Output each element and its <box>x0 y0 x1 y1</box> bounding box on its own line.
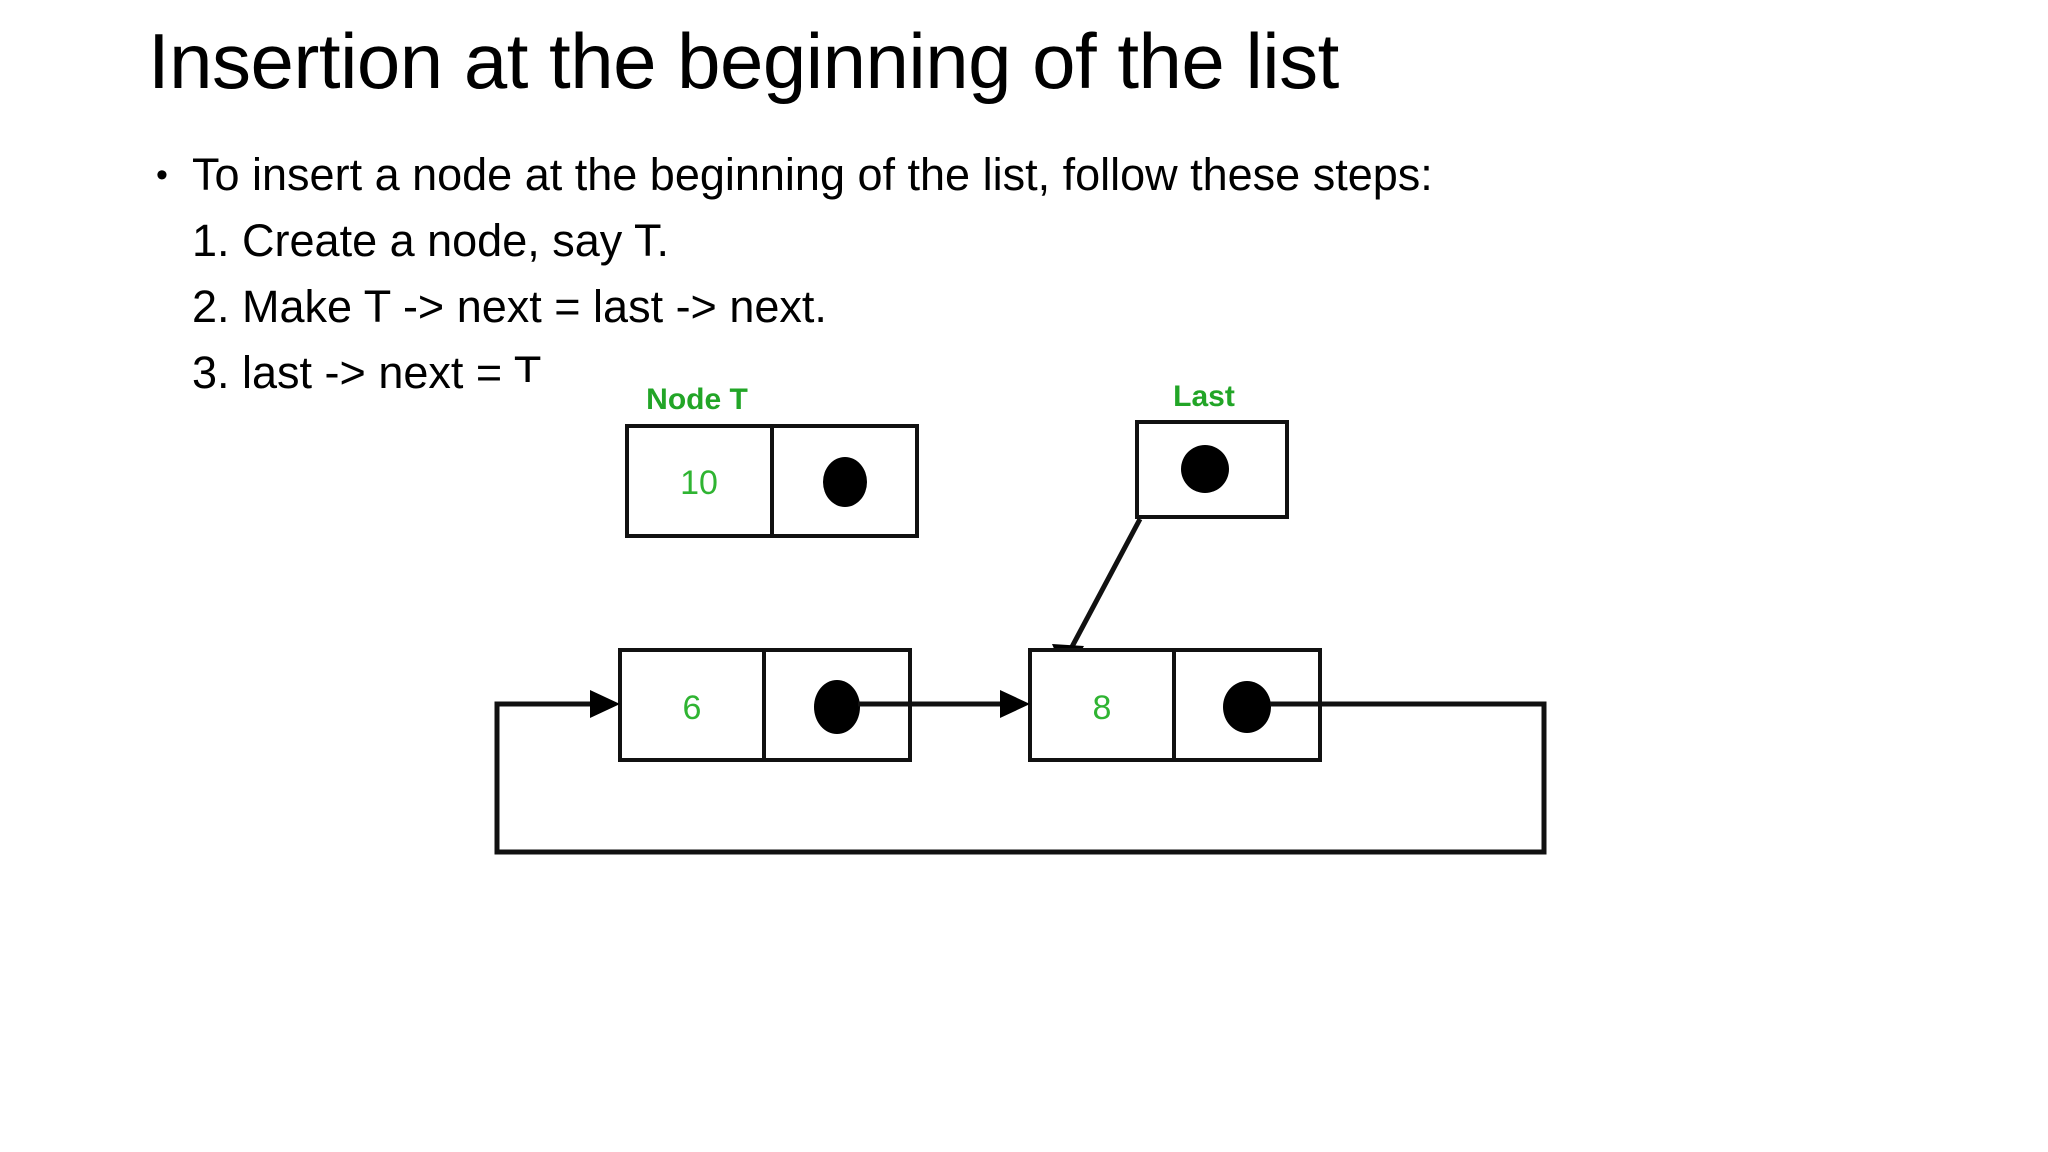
last-box <box>1135 420 1289 519</box>
node-6-value: 6 <box>683 689 702 727</box>
node-8-box: 8 <box>1028 648 1322 762</box>
last-label: Last <box>1173 382 1235 413</box>
bullet-item-intro: • To insert a node at the beginning of t… <box>150 142 1850 208</box>
step-item-2: 2. Make T -> next = last -> next. <box>192 281 827 332</box>
wire-node8-loop-to-node6 <box>494 690 1547 855</box>
node-t-pointer-dot <box>823 457 867 507</box>
linked-list-diagram: Node T 10 Last 6 <box>492 382 1590 876</box>
page-title: Insertion at the beginning of the list <box>148 17 1339 105</box>
arrow-node6-to-node8 <box>858 690 1030 718</box>
bullet-item-intro-label: To insert a node at the beginning of the… <box>192 149 1433 200</box>
step-item-1: 1. Create a node, say T. <box>192 215 669 266</box>
node-t-box: 10 <box>625 424 919 538</box>
node-t-value: 10 <box>680 464 718 502</box>
node-6-box: 6 <box>618 648 912 762</box>
bullet-point-icon: • <box>156 156 168 194</box>
step-item-3: 3. last -> next = T <box>192 347 542 398</box>
last-pointer-dot <box>1181 445 1229 493</box>
node-8-pointer-dot <box>1223 681 1271 733</box>
node-t-label: Node T <box>646 383 748 416</box>
node-6-pointer-dot <box>814 680 860 734</box>
node-8-value: 8 <box>1093 689 1112 727</box>
slide-body: • To insert a node at the beginning of t… <box>150 142 1850 406</box>
